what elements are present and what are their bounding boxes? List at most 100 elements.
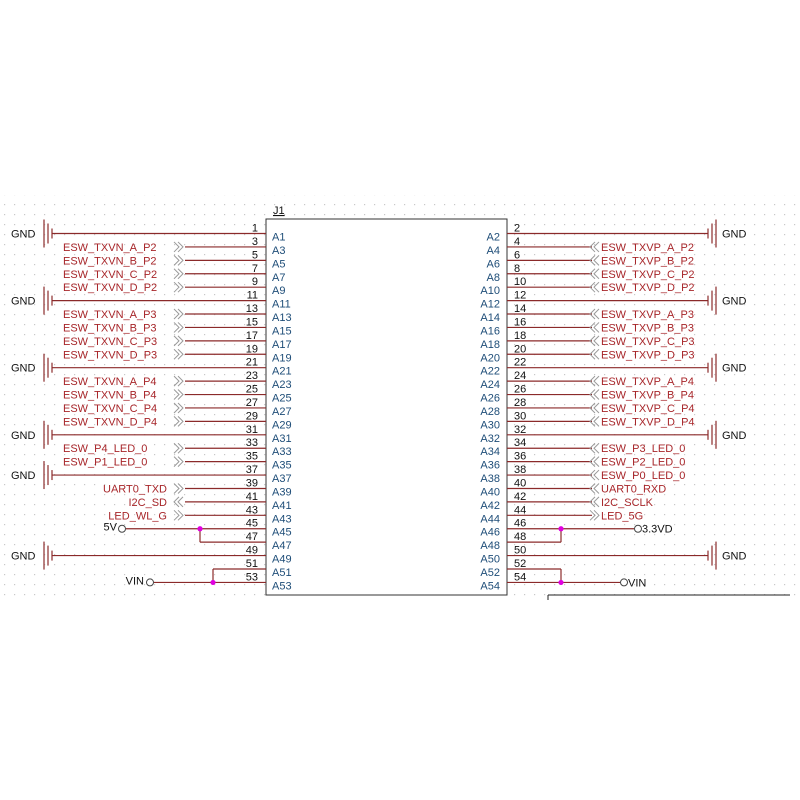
- port-arrow-icon: [173, 389, 184, 400]
- pin-name: A28: [480, 406, 500, 418]
- net-label[interactable]: LED_WL_G: [108, 510, 167, 522]
- net-label[interactable]: ESW_TXVP_D_P4: [601, 416, 695, 428]
- power-port-icon: [634, 524, 642, 533]
- pin-name: A21: [272, 366, 292, 378]
- net-label[interactable]: ESW_P2_LED_0: [601, 457, 685, 469]
- pin-name: A25: [272, 393, 292, 405]
- pin-name: A14: [480, 312, 500, 324]
- net-label[interactable]: I2C_SD: [128, 497, 167, 509]
- net-label[interactable]: ESW_TXVN_C_P3: [63, 336, 157, 348]
- net-label[interactable]: ESW_TXVP_C_P3: [601, 336, 695, 348]
- port-arrow-icon: [173, 322, 184, 333]
- net-label[interactable]: UART0_TXD: [103, 483, 167, 495]
- net-label[interactable]: ESW_TXVN_D_P2: [63, 282, 157, 294]
- port-arrow-icon: [589, 241, 600, 253]
- net-label[interactable]: ESW_TXVN_A_P2: [63, 242, 157, 254]
- pin-number: 15: [246, 316, 258, 328]
- designator: J1: [273, 205, 285, 217]
- net-label[interactable]: UART0_RXD: [601, 483, 666, 495]
- port-arrow-icon: [589, 456, 600, 467]
- pin-number: 10: [514, 276, 526, 288]
- pin-name: A4: [487, 245, 500, 257]
- pin-name: A12: [480, 299, 500, 311]
- pin-number: 2: [514, 223, 520, 235]
- net-label[interactable]: ESW_TXVN_B_P4: [63, 390, 157, 402]
- pin-number: 41: [246, 491, 258, 503]
- pin-number: 37: [246, 464, 258, 476]
- pin-name: A45: [272, 527, 292, 539]
- pin-name: A48: [480, 540, 500, 552]
- pin-name: A19: [272, 352, 292, 364]
- pin-number: 51: [246, 558, 258, 570]
- gnd-label: GND: [722, 296, 747, 308]
- net-label[interactable]: ESW_TXVP_D_P2: [601, 282, 695, 294]
- net-label[interactable]: ESW_TXVP_A_P3: [601, 309, 694, 321]
- pin-name: A18: [480, 339, 500, 351]
- net-label[interactable]: ESW_TXVN_C_P4: [63, 403, 157, 415]
- pin-name: A20: [480, 352, 500, 364]
- port-arrow-icon: [173, 509, 184, 521]
- net-label[interactable]: ESW_TXVP_C_P2: [601, 269, 695, 281]
- pin-name: A41: [272, 500, 292, 512]
- net-label[interactable]: ESW_TXVN_A_P4: [63, 376, 157, 388]
- net-label[interactable]: ESW_TXVN_D_P3: [63, 349, 157, 361]
- net-label[interactable]: ESW_TXVP_D_P3: [601, 349, 695, 361]
- net-label[interactable]: ESW_TXVN_B_P3: [63, 322, 157, 334]
- pin-number: 49: [246, 545, 258, 557]
- pin-name: A47: [272, 540, 292, 552]
- pin-name: A27: [272, 406, 292, 418]
- net-label[interactable]: ESW_TXVP_A_P2: [601, 242, 694, 254]
- port-arrow-icon: [589, 469, 600, 481]
- net-label[interactable]: LED_5G: [601, 510, 643, 522]
- pin-number: 34: [514, 437, 526, 449]
- pin-number: 19: [246, 343, 258, 355]
- pin-number: 30: [514, 410, 526, 422]
- net-label[interactable]: ESW_TXVP_B_P2: [601, 255, 694, 267]
- power-port-icon: [146, 578, 154, 587]
- pin-name: A44: [480, 513, 500, 525]
- net-label[interactable]: ESW_P4_LED_0: [63, 443, 147, 455]
- port-arrow-icon: [589, 509, 600, 521]
- port-arrow-icon: [173, 375, 184, 387]
- port-arrow-icon: [173, 241, 184, 253]
- pin-number: 42: [514, 491, 526, 503]
- net-label[interactable]: ESW_TXVP_A_P4: [601, 376, 694, 388]
- port-arrow-icon: [589, 496, 600, 508]
- pin-name: A40: [480, 486, 500, 498]
- power-label: 5V: [104, 522, 118, 534]
- pin-name: A1: [272, 232, 285, 244]
- pin-name: A2: [487, 232, 500, 244]
- pin-number: 29: [246, 410, 258, 422]
- pin-number: 28: [514, 397, 526, 409]
- net-label[interactable]: ESW_TXVN_D_P4: [63, 416, 157, 428]
- pin-number: 14: [514, 303, 526, 315]
- pin-number: 39: [246, 477, 258, 489]
- pin-number: 24: [514, 370, 526, 382]
- pin-number: 8: [514, 263, 520, 275]
- net-label[interactable]: ESW_P3_LED_0: [601, 443, 685, 455]
- port-arrow-icon: [173, 268, 184, 280]
- net-label[interactable]: ESW_TXVP_C_P4: [601, 403, 695, 415]
- pin-number: 50: [514, 545, 526, 557]
- pin-number: 32: [514, 424, 526, 436]
- net-label[interactable]: ESW_P1_LED_0: [63, 457, 147, 469]
- pin-number: 9: [252, 276, 258, 288]
- port-arrow-icon: [589, 442, 600, 454]
- net-label[interactable]: ESW_TXVN_C_P2: [63, 269, 157, 281]
- pin-number: 23: [246, 370, 258, 382]
- power-label: VIN: [126, 575, 144, 587]
- net-label[interactable]: ESW_TXVN_B_P2: [63, 255, 157, 267]
- pin-number: 35: [246, 451, 258, 463]
- net-label[interactable]: ESW_TXVP_B_P3: [601, 322, 694, 334]
- net-label[interactable]: ESW_TXVP_B_P4: [601, 390, 694, 402]
- net-label[interactable]: ESW_P0_LED_0: [601, 470, 685, 482]
- net-label[interactable]: ESW_TXVN_A_P3: [63, 309, 157, 321]
- pin-name: A22: [480, 366, 500, 378]
- connector-body[interactable]: [265, 218, 508, 596]
- net-label[interactable]: I2C_SCLK: [601, 497, 654, 509]
- port-arrow-icon: [173, 335, 184, 347]
- pin-name: A7: [272, 272, 285, 284]
- port-arrow-icon: [589, 281, 600, 293]
- pin-name: A46: [480, 527, 500, 539]
